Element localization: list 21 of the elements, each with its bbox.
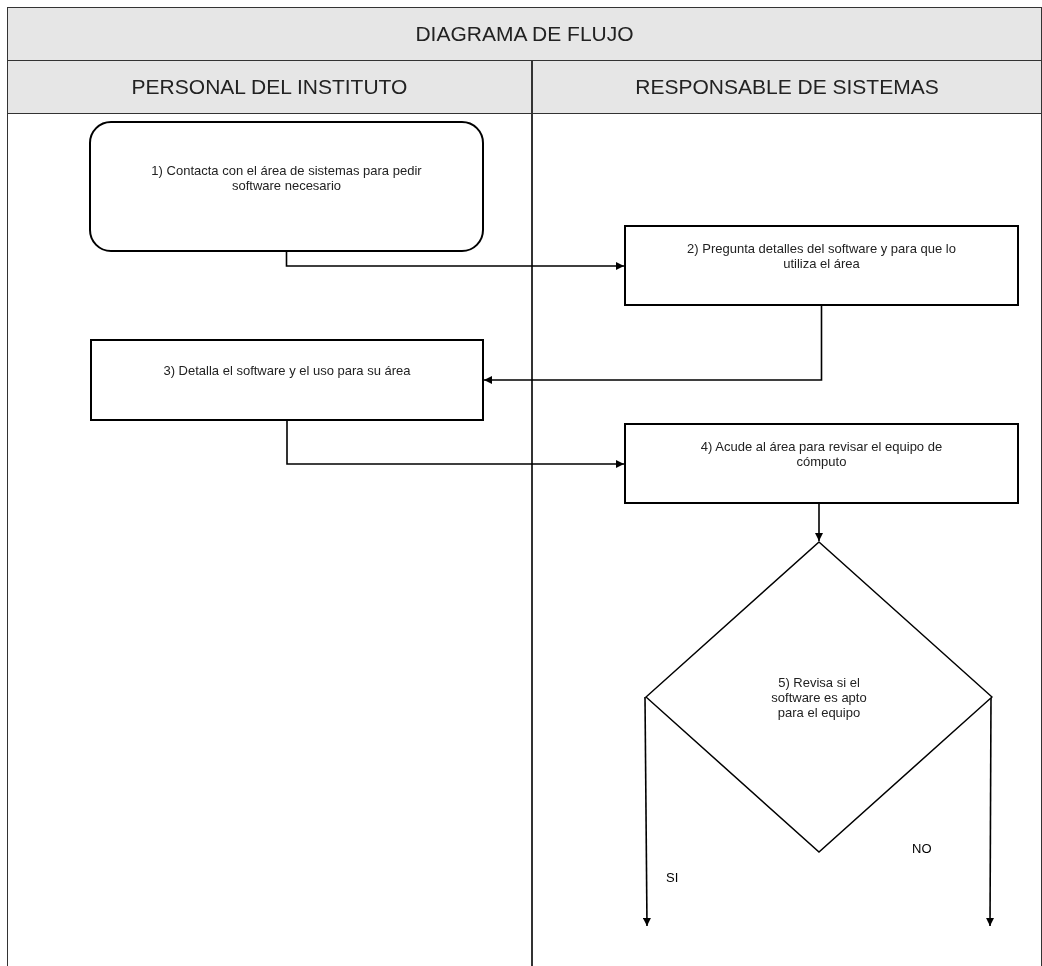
lane-title: RESPONSABLE DE SISTEMAS [635,75,939,99]
process-box [90,339,484,421]
start-box [89,121,484,252]
arrow [642,696,651,927]
arrow [285,251,625,270]
decision-text: 5) Revisa si el software es apto para el equipo [770,674,868,720]
step-text: 2) Pregunta detalles del software y para que lo utiliza el área [686,241,957,271]
process-box [624,225,1019,306]
swimlane [532,60,1042,966]
swimlane [7,60,532,966]
process-box [624,423,1019,504]
step-text: 3) Detalla el software y el uso para su área [163,363,411,378]
arrow [815,503,823,542]
diagram-title: DIAGRAMA DE FLUJO [7,7,1042,61]
step-text: 4) Acude al área para revisar el equipo de cómputo [699,439,944,469]
arrow [986,696,995,927]
step-text: 1) Contacta con el área de sistemas para pedir software necesario [151,163,422,193]
decision-diamond [645,541,993,853]
lane-title: PERSONAL DEL INSTITUTO [131,75,408,99]
arrow [483,305,823,384]
arrow [286,420,625,468]
